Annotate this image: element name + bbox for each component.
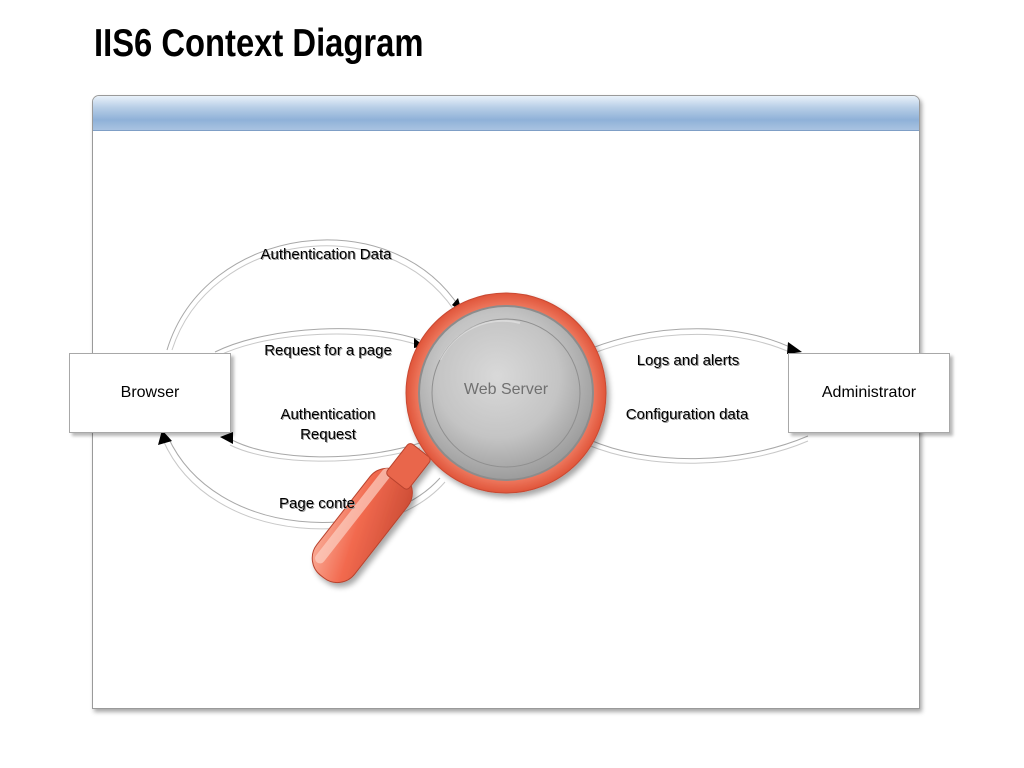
flow-configuration-data-arrow (580, 432, 809, 464)
flow-authentication-data-arrow (165, 237, 462, 351)
request-for-page-label: Request for a page (264, 342, 392, 359)
panel-header (93, 96, 919, 131)
browser-entity: Browser (69, 353, 231, 433)
slide-title: IIS6 Context Diagram (94, 22, 424, 65)
page-content-label: Page conte (279, 495, 355, 512)
logs-and-alerts-label: Logs and alerts (636, 352, 740, 369)
authentication-request-label: Authentication Request (280, 406, 376, 443)
web-server-label: Web Server (463, 381, 549, 398)
administrator-entity: Administrator (788, 353, 950, 433)
authentication-data-label: Authentication Data (260, 246, 392, 263)
flow-authentication-request-arrow (220, 432, 421, 462)
flow-logs-and-alerts-arrow (591, 328, 802, 355)
magnifying-glass-icon (311, 292, 607, 584)
configuration-data-label: Configuration data (625, 406, 749, 423)
